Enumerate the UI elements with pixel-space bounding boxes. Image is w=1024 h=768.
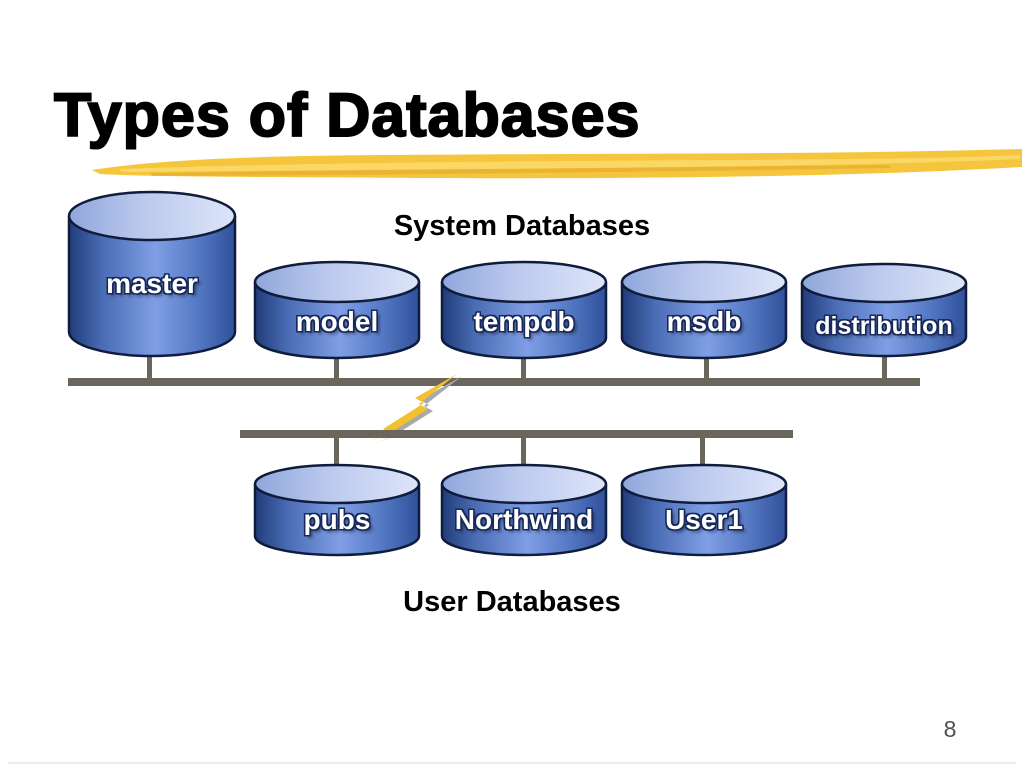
database-cylinder-icon (440, 260, 608, 360)
highlight-brush-stroke-icon (92, 149, 1022, 179)
network-bus-system (68, 378, 920, 386)
database-cylinder-distribution: distribution (800, 262, 968, 358)
database-cylinder-tempdb: tempdb (440, 260, 608, 360)
database-cylinder-master: master (67, 190, 237, 358)
database-cylinder-northwind: Northwind (440, 463, 608, 557)
connector-stem (334, 358, 339, 379)
database-cylinder-model: model (253, 260, 421, 360)
database-cylinder-icon (440, 463, 608, 557)
database-cylinder-user1: User1 (620, 463, 788, 557)
connector-stem (704, 358, 709, 379)
database-cylinder-icon (253, 463, 421, 557)
database-cylinder-icon (620, 463, 788, 557)
page-title: Types of Databases (53, 80, 641, 150)
database-cylinder-msdb: msdb (620, 260, 788, 360)
connector-stem (147, 355, 152, 379)
connector-stem (521, 438, 526, 464)
database-cylinder-icon (800, 262, 968, 358)
database-label: distribution (815, 312, 953, 340)
database-label: pubs (303, 504, 371, 535)
user-databases-heading: User Databases (403, 586, 621, 618)
database-label: tempdb (473, 306, 575, 337)
connector-stem (882, 356, 887, 379)
database-label: master (106, 268, 198, 299)
network-bus-user (240, 430, 793, 438)
database-cylinder-icon (253, 260, 421, 360)
database-label: model (295, 306, 379, 337)
connector-stem (334, 438, 339, 464)
database-cylinder-icon (67, 190, 237, 358)
connector-stem (700, 438, 705, 464)
connector-stem (521, 358, 526, 379)
lightning-bolt-icon (368, 374, 462, 444)
database-label: msdb (666, 306, 742, 337)
page-number: 8 (943, 716, 957, 742)
database-label: User1 (665, 504, 743, 535)
database-cylinder-icon (620, 260, 788, 360)
system-databases-heading: System Databases (393, 210, 651, 242)
bottom-border-line (8, 762, 1016, 764)
database-cylinder-pubs: pubs (253, 463, 421, 557)
database-label: Northwind (454, 504, 594, 535)
